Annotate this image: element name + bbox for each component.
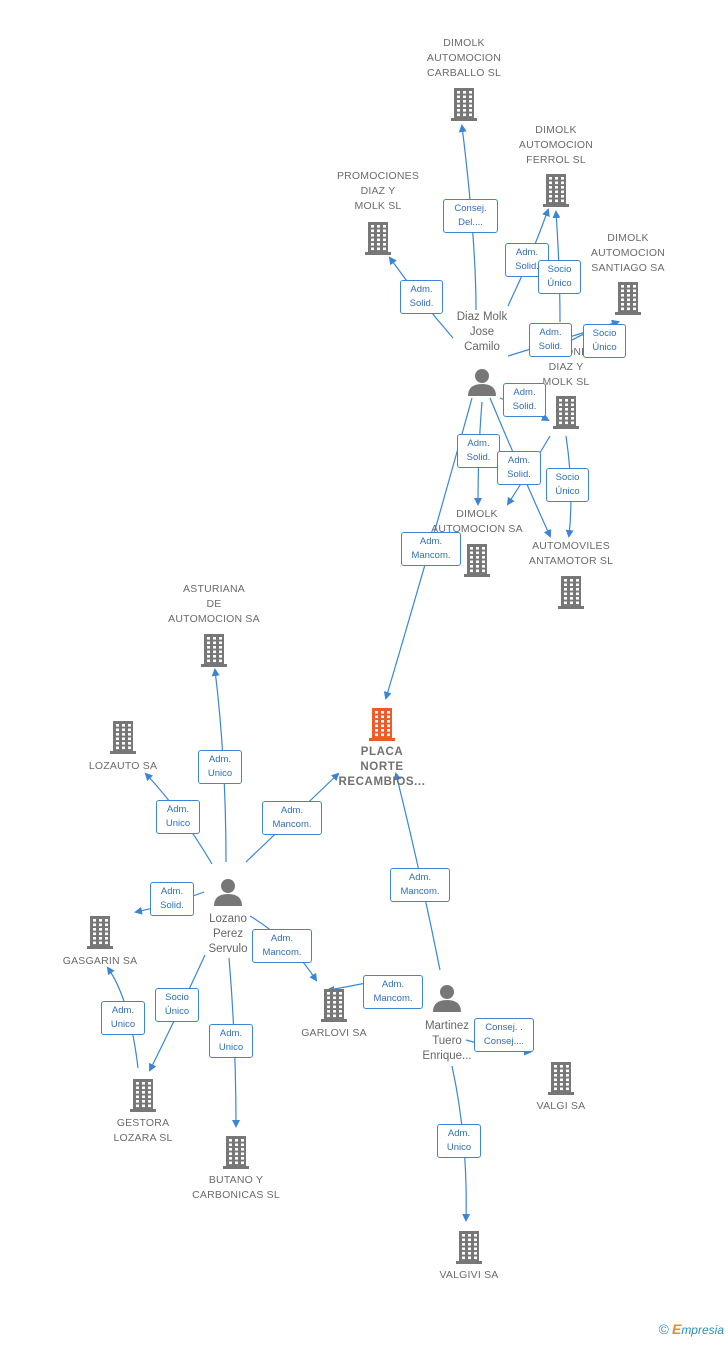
building-icon <box>464 544 490 577</box>
building-icon <box>201 634 227 667</box>
edge-label[interactable]: Adm. Mancom. <box>390 868 450 902</box>
building-icon <box>456 1231 482 1264</box>
building-icon <box>130 1079 156 1112</box>
edge-label[interactable]: Adm. Solid. <box>150 882 194 916</box>
building-icon <box>87 916 113 949</box>
focus-company-node[interactable]: PLACA NORTE RECAMBIOS... <box>312 745 452 790</box>
node-label: LOZAUTO SA <box>88 760 158 772</box>
node-label: GARLOVI SA <box>301 1027 367 1039</box>
node-label: GESTORA LOZARA SL <box>113 1117 173 1144</box>
edge-label[interactable]: Consej. Del.... <box>443 199 498 233</box>
empresia-logo: ©Empresia <box>659 1321 724 1337</box>
edge-label[interactable]: Socio Único <box>546 468 589 502</box>
person-icon <box>468 369 496 396</box>
company-node[interactable]: DIMOLK AUTOMOCION FERROL SL <box>486 123 626 168</box>
company-node[interactable]: VALGI SA <box>491 1099 631 1114</box>
edge-label[interactable]: Adm. Mancom. <box>401 532 461 566</box>
building-icon <box>553 396 579 429</box>
company-node[interactable]: GASGARIN SA <box>30 954 170 969</box>
building-icon <box>548 1062 574 1095</box>
node-label: PROMOCIONES DIAZ Y MOLK SL <box>336 170 420 212</box>
edge-label[interactable]: Socio Único <box>155 988 199 1022</box>
company-node[interactable]: GARLOVI SA <box>264 1026 404 1041</box>
node-label: VALGI SA <box>536 1100 586 1112</box>
company-node[interactable]: LOZAUTO SA <box>53 759 193 774</box>
edge-label[interactable]: Socio Único <box>538 260 581 294</box>
company-node[interactable]: VALGIVI SA <box>399 1268 539 1283</box>
node-label: Lozano Perez Servulo <box>208 913 248 955</box>
edge-label[interactable]: Adm. Unico <box>437 1124 481 1158</box>
brand-name: mpresia <box>681 1323 724 1337</box>
person-icon <box>433 985 461 1012</box>
edge-label[interactable]: Adm. Solid. <box>529 323 572 357</box>
edge-label[interactable]: Adm. Unico <box>209 1024 253 1058</box>
edge-label[interactable]: Adm. Mancom. <box>252 929 312 963</box>
node-label: Diaz Molk Jose Camilo <box>456 311 508 353</box>
company-node[interactable]: DIMOLK AUTOMOCION SA <box>407 507 547 537</box>
building-icon <box>543 174 569 207</box>
company-node[interactable]: PROMOCIONES DIAZ Y MOLK SL <box>308 169 448 214</box>
company-node[interactable]: ASTURIANA DE AUTOMOCION SA <box>144 582 284 627</box>
edge-label[interactable]: Adm. Solid. <box>497 451 541 485</box>
node-label: Martinez Tuero Enrique... <box>422 1020 472 1062</box>
node-label: DIMOLK AUTOMOCION FERROL SL <box>518 124 594 166</box>
person-node[interactable]: Diaz Molk Jose Camilo <box>412 310 552 355</box>
person-icon <box>214 879 242 906</box>
node-label: PLACA NORTE RECAMBIOS... <box>338 746 426 788</box>
node-label: VALGIVI SA <box>439 1269 499 1281</box>
edge-label[interactable]: Adm. Unico <box>198 750 242 784</box>
building-icon <box>110 721 136 754</box>
edge-label[interactable]: Adm. Solid. <box>457 434 500 468</box>
edge-label[interactable]: Adm. Solid. <box>400 280 443 314</box>
edge-label[interactable]: Consej. . Consej.... <box>474 1018 534 1052</box>
edge-label[interactable]: Adm. Mancom. <box>262 801 322 835</box>
node-label: DIMOLK AUTOMOCION CARBALLO SL <box>426 37 502 79</box>
edge-label[interactable]: Adm. Solid. <box>503 383 546 417</box>
person-node[interactable]: Lozano Perez Servulo <box>158 912 298 957</box>
building-icon <box>321 989 347 1022</box>
edge-label[interactable]: Socio Único <box>583 324 626 358</box>
node-label: DIMOLK AUTOMOCION SANTIAGO SA <box>590 232 666 274</box>
company-node[interactable]: DIMOLK AUTOMOCION CARBALLO SL <box>394 36 534 81</box>
copyright-symbol: © <box>658 1321 669 1337</box>
edge-label[interactable]: Adm. Unico <box>156 800 200 834</box>
company-node[interactable]: BUTANO Y CARBONICAS SL <box>166 1173 306 1203</box>
building-icon <box>365 222 391 255</box>
edge-label[interactable]: Adm. Unico <box>101 1001 145 1035</box>
building-icon <box>223 1136 249 1169</box>
building-icon <box>558 576 584 609</box>
node-label: BUTANO Y CARBONICAS SL <box>192 1174 280 1201</box>
node-label: DIMOLK AUTOMOCION SA <box>431 508 523 535</box>
node-label: ASTURIANA DE AUTOMOCION SA <box>168 583 260 625</box>
company-node[interactable]: AUTOMOVILES ANTAMOTOR SL <box>501 539 641 569</box>
node-label: AUTOMOVILES ANTAMOTOR SL <box>528 540 614 567</box>
building-icon <box>615 282 641 315</box>
company-node[interactable]: GESTORA LOZARA SL <box>73 1116 213 1146</box>
edge-label[interactable]: Adm. Mancom. <box>363 975 423 1009</box>
node-label: GASGARIN SA <box>62 955 138 967</box>
person-node[interactable]: Martinez Tuero Enrique... <box>377 1019 517 1064</box>
brand-initial: E <box>671 1321 682 1337</box>
company-node[interactable]: DIMOLK AUTOMOCION SANTIAGO SA <box>558 231 698 276</box>
building-icon <box>451 88 477 121</box>
building-icon <box>369 708 395 741</box>
